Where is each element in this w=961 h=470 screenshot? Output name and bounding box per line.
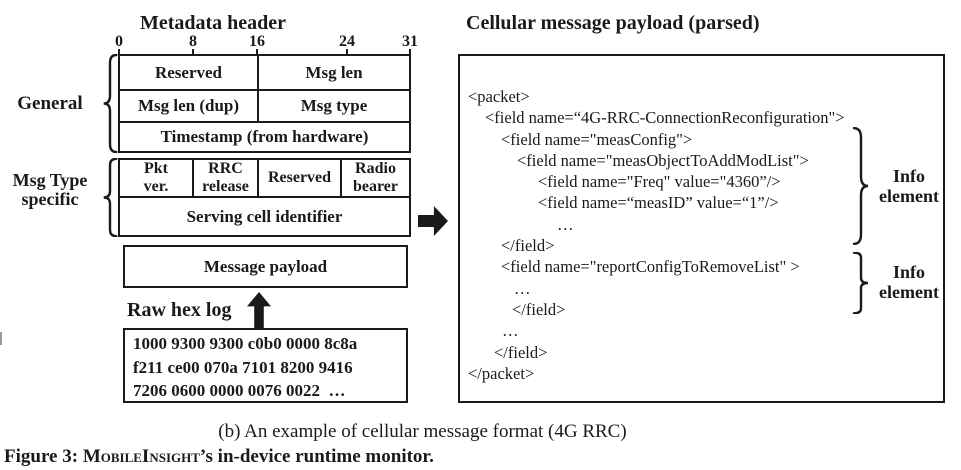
- xml-line: <field name=“measID” value=“1”/>: [538, 193, 779, 213]
- field-radio-bearer: Radio bearer: [340, 160, 409, 196]
- raw-hex-log-box: 1000 9300 9300 c0b0 0000 8c8a f211 ce00 …: [123, 328, 408, 403]
- general-label: General: [17, 93, 83, 114]
- bit-tick-label-24: 24: [339, 33, 355, 50]
- parsed-payload-box: [458, 54, 945, 403]
- field-rrc-release-line1: RRC: [208, 160, 243, 177]
- msg-type-label-line2: specific: [21, 189, 79, 209]
- info-element-label-2: Info element: [872, 262, 946, 302]
- field-rrc-release-line2: release: [202, 178, 249, 195]
- table-row: Msg len (dup) Msg type: [118, 89, 411, 123]
- xml-line: </field>: [494, 342, 548, 362]
- field-pkt-ver: Pkt ver.: [120, 160, 192, 196]
- table-row: Serving cell identifier: [118, 196, 411, 237]
- xml-line: …: [502, 321, 519, 341]
- xml-listing: <packet> <field name=“4G-RRC-ConnectionR…: [468, 86, 868, 384]
- field-timestamp: Timestamp (from hardware): [160, 127, 369, 146]
- parsed-payload-title: Cellular message payload (parsed): [466, 12, 760, 34]
- xml-line: <field name="reportConfigToRemoveList" >: [501, 257, 800, 277]
- bit-tick-label-16: 16: [249, 33, 265, 50]
- field-msg-type: Msg type: [257, 91, 409, 121]
- bit-tick-label-0: 0: [115, 33, 123, 50]
- field-serving-cell-id: Serving cell identifier: [186, 206, 343, 226]
- msg-type-brace: [101, 158, 119, 237]
- bit-tick-label-8: 8: [189, 33, 197, 50]
- field-reserved: Reserved: [154, 62, 223, 82]
- xml-line: </field>: [501, 236, 555, 256]
- info-element-label-2-line2: element: [879, 282, 939, 302]
- table-row: Pkt ver. RRC release Reserved Radio bear…: [118, 158, 411, 198]
- subfigure-caption: (b) An example of cellular message forma…: [218, 421, 627, 442]
- xml-line: <packet>: [468, 87, 530, 106]
- msg-type-label: Msg Type specific: [0, 171, 100, 209]
- xml-line: …: [514, 278, 531, 298]
- xml-line: </field>: [512, 299, 566, 319]
- field-pkt-ver-line1: Pkt: [144, 160, 168, 177]
- field-radio-bearer-line1: Radio: [355, 160, 396, 177]
- bit-tick-mark-24: [346, 49, 348, 55]
- hex-line: f211 ce00 070a 7101 8200 9416: [133, 357, 353, 377]
- figure-caption-prefix: Figure 3:: [4, 446, 83, 467]
- hex-line: 1000 9300 9300 c0b0 0000 8c8a: [133, 334, 358, 353]
- info-element-label-1-line1: Info: [892, 166, 925, 186]
- bit-tick-mark-0: [118, 49, 120, 55]
- xml-line: <field name="measConfig">: [501, 129, 693, 149]
- up-arrow-icon: [247, 292, 271, 328]
- info-element-label-1-line2: element: [879, 186, 939, 206]
- info-element-brace-1: [851, 127, 871, 245]
- metadata-header-title: Metadata header: [139, 12, 287, 34]
- figure-caption-suffix: ’s in-device runtime monitor.: [199, 446, 434, 467]
- crop-artifact: [0, 332, 2, 345]
- msg-type-specific-table: Pkt ver. RRC release Reserved Radio bear…: [118, 158, 411, 237]
- msg-type-label-line1: Msg Type: [12, 170, 88, 190]
- field-msg-len: Msg len: [257, 56, 409, 89]
- field-pkt-ver-line2: ver.: [143, 178, 169, 195]
- bit-tick-mark-8: [192, 49, 194, 55]
- general-brace: [101, 54, 119, 153]
- table-row: Reserved Msg len: [118, 54, 411, 91]
- bit-tick-mark-31: [409, 49, 411, 55]
- xml-line: <field name="measObjectToAddModList">: [517, 150, 809, 170]
- figure-caption-smallcaps: MobileInsight: [82, 446, 200, 467]
- bit-tick-label-31: 31: [402, 33, 418, 50]
- xml-line: …: [557, 214, 574, 234]
- info-element-label-2-line1: Info: [892, 262, 925, 282]
- info-element-brace-2: [851, 252, 871, 314]
- field-radio-bearer-line2: bearer: [352, 178, 398, 195]
- field-reserved-2: Reserved: [257, 160, 340, 196]
- xml-line: <field name="Freq" value="4360”/>: [538, 172, 781, 192]
- hex-line: 7206 0600 0000 0076 0022 …: [133, 381, 346, 400]
- general-header-table: Reserved Msg len Msg len (dup) Msg type …: [118, 54, 411, 153]
- xml-line: </packet>: [468, 363, 535, 383]
- xml-line: <field name=“4G-RRC-ConnectionReconfigur…: [485, 108, 845, 128]
- bit-tick-mark-16: [256, 49, 258, 55]
- field-msg-len-dup: Msg len (dup): [137, 96, 240, 115]
- raw-hex-log-label: Raw hex log: [127, 299, 232, 321]
- right-arrow-icon: [418, 206, 448, 236]
- field-rrc-release: RRC release: [192, 160, 257, 196]
- message-payload-box: Message payload: [123, 245, 408, 288]
- figure-caption: Figure 3: MobileInsight’s in-device runt…: [4, 445, 434, 468]
- table-row: Timestamp (from hardware): [118, 121, 411, 153]
- info-element-label-1: Info element: [872, 166, 946, 206]
